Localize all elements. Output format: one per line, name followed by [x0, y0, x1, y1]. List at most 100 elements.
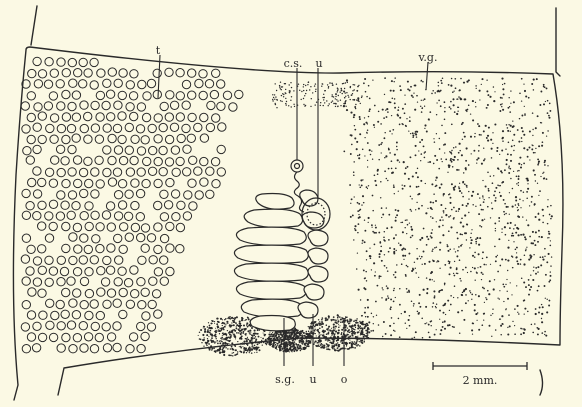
vitelline-dot	[362, 149, 364, 151]
ovary-dot	[347, 327, 348, 328]
vitelline-dot	[519, 118, 521, 120]
vitelline-dot	[412, 135, 414, 137]
vitelline-dot	[377, 173, 379, 175]
testis	[152, 290, 160, 298]
vitelline-dot	[379, 256, 381, 258]
vitelline-dot	[491, 336, 492, 337]
ovary-dot	[355, 322, 357, 324]
vitelline-dot	[546, 178, 548, 180]
vitelline-dot	[508, 165, 509, 166]
vitelline-dot	[401, 249, 403, 251]
ovary-dot	[206, 343, 208, 345]
vitelline-dot	[462, 269, 464, 271]
vitelline-dot	[374, 174, 376, 176]
vitelline-dot	[518, 170, 520, 172]
vitelline-dot	[517, 215, 519, 217]
vitelline-dot	[453, 90, 454, 91]
ovary-dot	[360, 326, 361, 327]
testis	[108, 156, 116, 164]
vitelline-dot	[394, 276, 396, 278]
testis	[159, 123, 167, 131]
vitelline-dot	[515, 204, 517, 206]
vitelline-dot	[531, 201, 533, 203]
vitelline-dot	[468, 164, 470, 166]
vitelline-dot	[537, 183, 538, 184]
vitelline-dot	[378, 232, 380, 234]
vitelline-dot	[290, 90, 291, 91]
vitelline-dot	[522, 234, 524, 236]
ovary-dot	[326, 344, 328, 346]
vitelline-dot	[502, 84, 503, 85]
vitelline-dot	[465, 267, 467, 269]
testis	[143, 157, 151, 165]
testis	[130, 112, 138, 120]
ovary-dot	[319, 324, 321, 326]
vitelline-dot	[383, 237, 385, 239]
testis	[50, 135, 58, 143]
vitelline-dot	[389, 308, 391, 310]
testis	[119, 310, 127, 318]
ovary-dot	[347, 330, 349, 332]
testis	[85, 268, 93, 276]
vitelline-dot	[517, 312, 518, 313]
vitelline-dot	[383, 321, 385, 323]
vitelline-dot	[510, 282, 511, 283]
vitelline-dot	[418, 150, 419, 151]
vitelline-dot	[474, 136, 476, 138]
vitelline-dot	[512, 206, 514, 208]
ovary-dot	[275, 342, 276, 343]
ovary-dot	[300, 348, 302, 350]
testis	[72, 134, 80, 142]
ovary-dot	[314, 326, 316, 328]
ovary-dot	[346, 316, 348, 318]
ovary-dot	[295, 344, 297, 346]
vitelline-dot	[513, 171, 514, 172]
vitelline-dot	[395, 234, 397, 236]
vitelline-dot	[409, 186, 411, 188]
ovary-dot	[333, 338, 335, 340]
testis	[200, 134, 208, 142]
vitelline-dot	[468, 191, 469, 192]
vitelline-dot	[428, 324, 430, 326]
vitelline-dot	[517, 129, 519, 131]
testis	[33, 190, 41, 198]
vitelline-dot	[284, 83, 285, 84]
vitelline-dot	[481, 279, 482, 280]
vitelline-dot	[481, 219, 483, 221]
label-ovary: o	[341, 373, 348, 386]
ovary-dot	[287, 339, 289, 341]
testis	[118, 135, 126, 143]
ovary-dot	[236, 326, 237, 327]
vitelline-dot	[402, 185, 403, 186]
vitelline-dot	[409, 120, 411, 122]
testis	[79, 168, 87, 176]
testis	[147, 234, 155, 242]
ovary-dot	[233, 333, 235, 335]
vitelline-dot	[391, 226, 393, 228]
ovary-dot	[247, 338, 248, 339]
ovary-dot	[359, 341, 360, 342]
vitelline-dot	[526, 178, 528, 180]
vitelline-dot	[393, 288, 394, 289]
vitelline-dot	[335, 98, 336, 99]
vitelline-dot	[410, 226, 412, 228]
vitelline-dot	[398, 243, 399, 244]
vitelline-dot	[462, 122, 464, 124]
ovary-dot	[367, 330, 369, 332]
ovary-dot	[269, 332, 270, 333]
vitelline-dot	[460, 245, 462, 247]
testis	[131, 290, 139, 298]
vitelline-dot	[542, 132, 544, 134]
testis	[114, 212, 122, 220]
vitelline-dot	[507, 291, 508, 292]
vitelline-dot	[461, 192, 463, 194]
vitelline-dot	[367, 299, 369, 301]
vitelline-dot	[520, 328, 522, 330]
vitelline-dot	[438, 100, 440, 102]
testis	[206, 167, 214, 175]
vitelline-dot	[402, 108, 404, 110]
vitelline-dot	[279, 86, 280, 87]
ovary-dot	[288, 335, 290, 337]
vitelline-dot	[449, 273, 451, 275]
vitelline-dot	[465, 109, 467, 111]
